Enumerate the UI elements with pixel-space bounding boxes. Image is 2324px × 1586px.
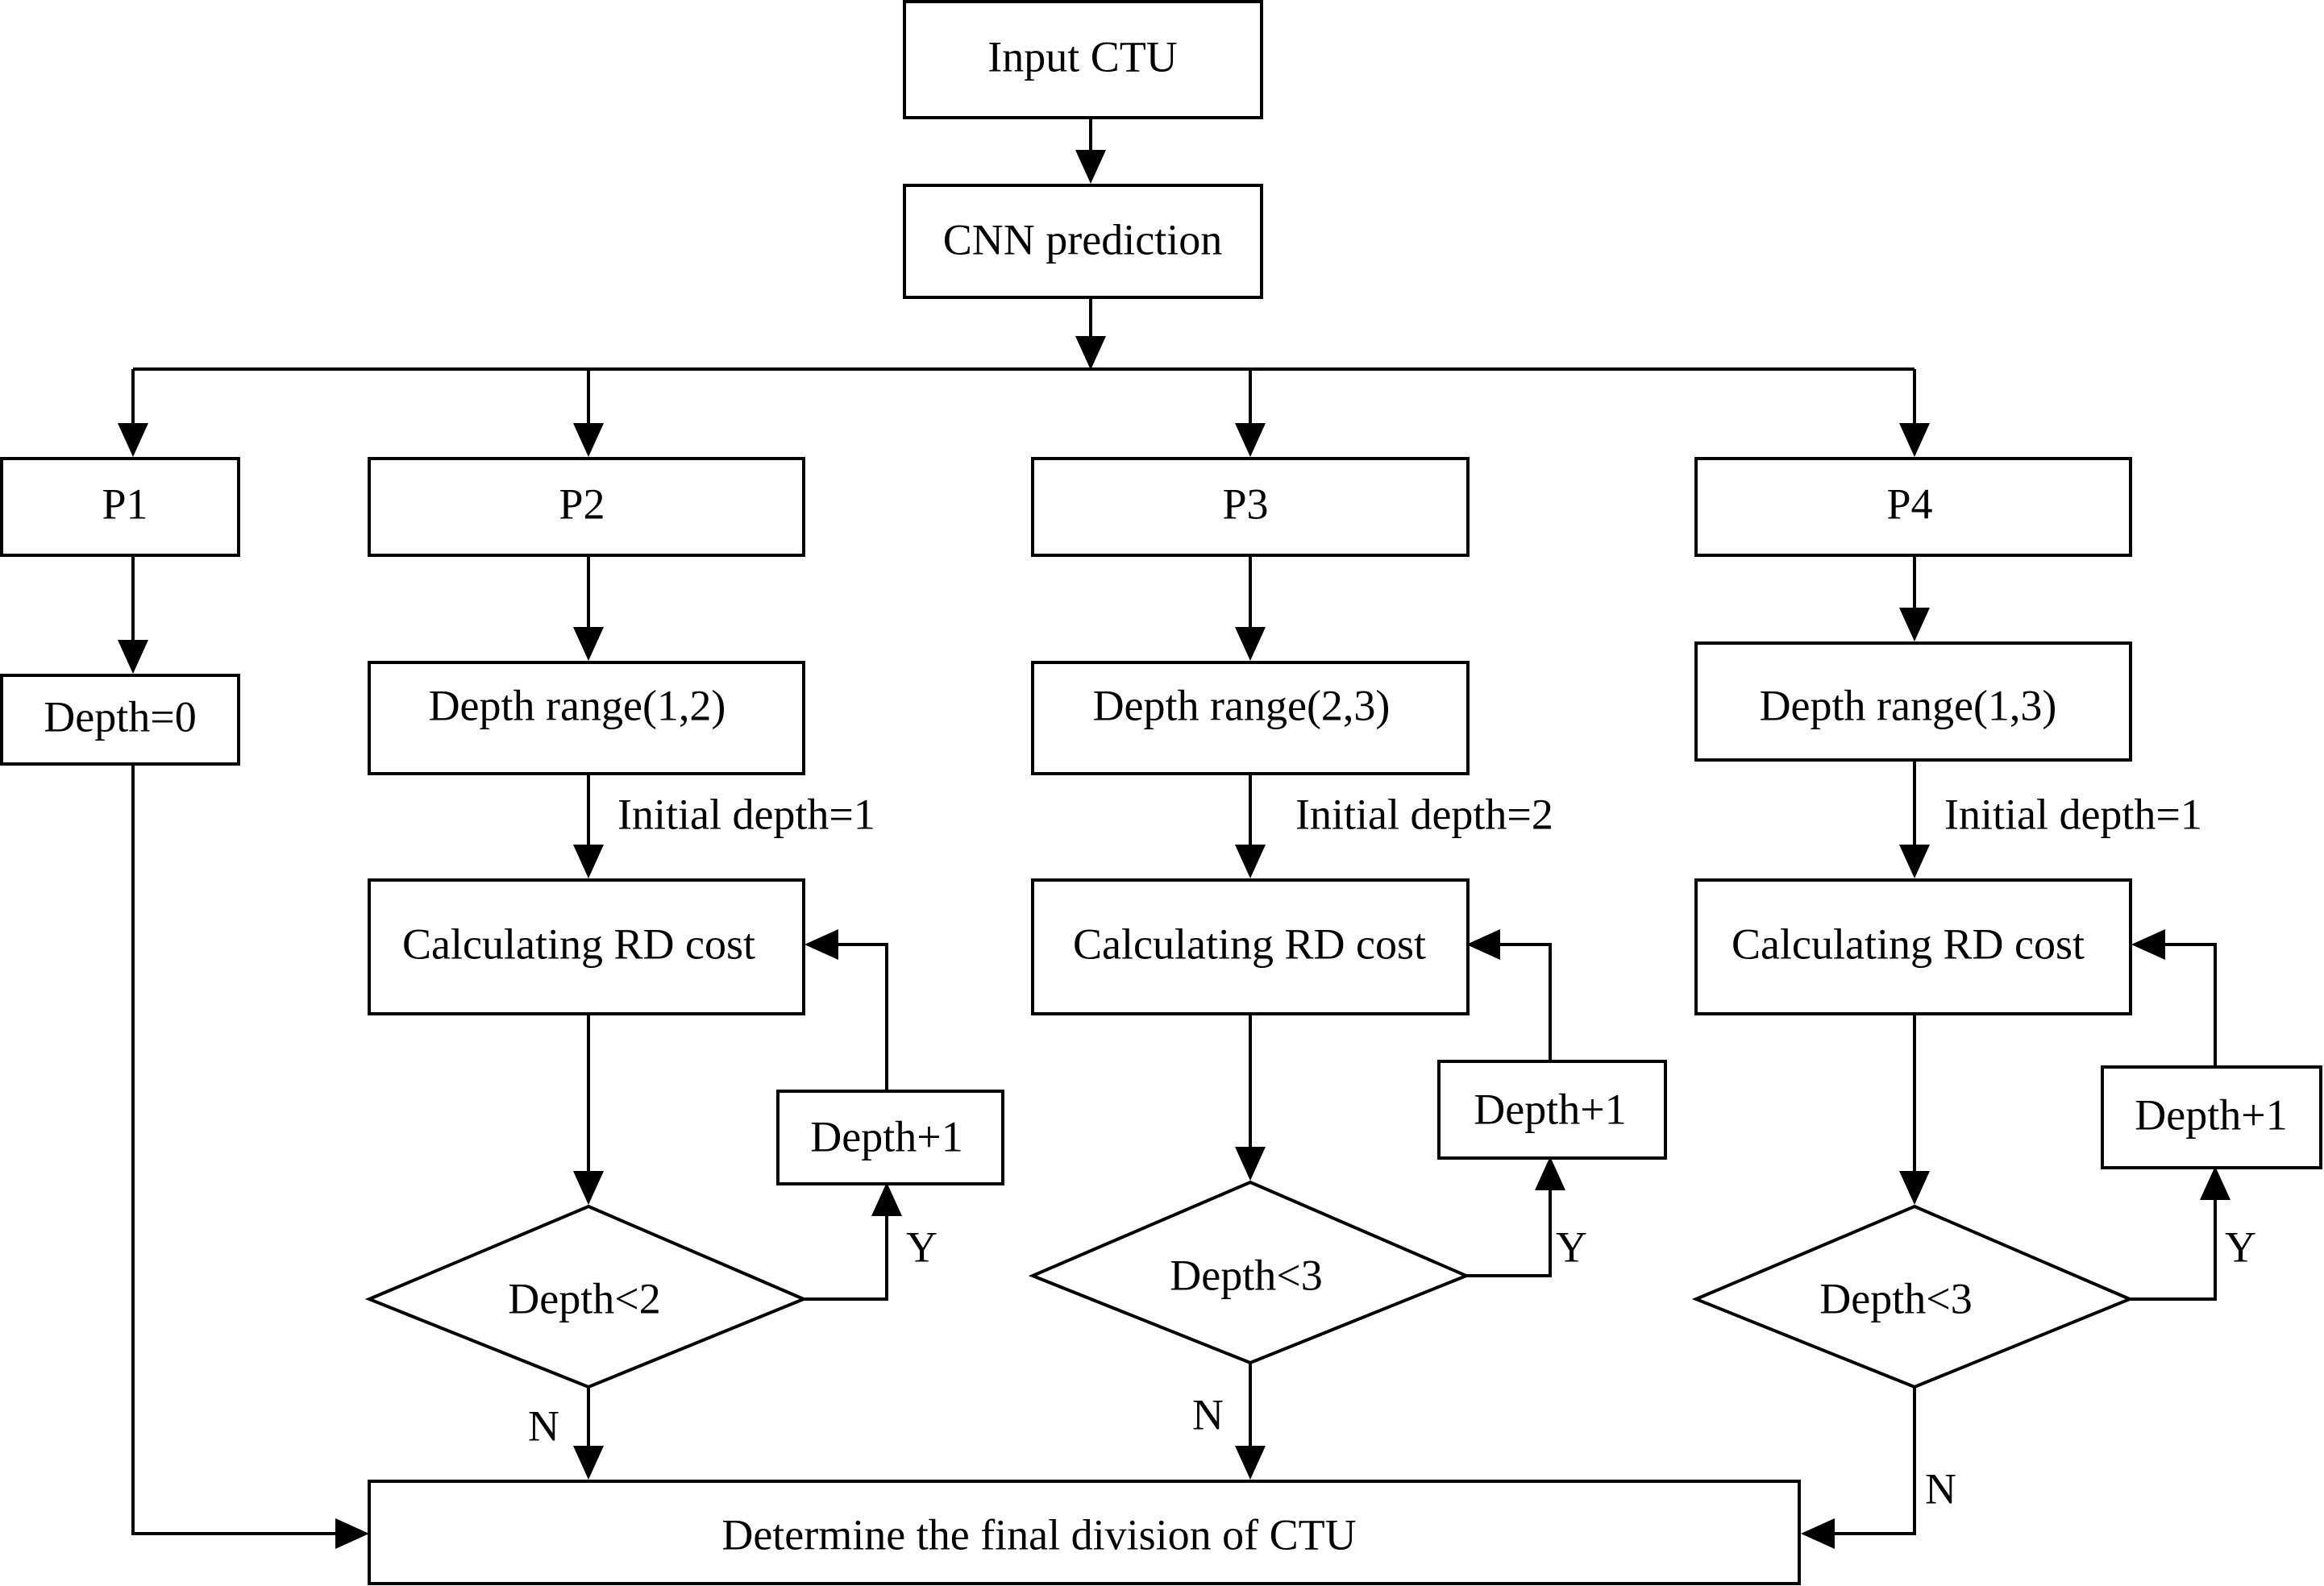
p4-initial-depth-label: Initial depth=1 — [1944, 790, 2202, 838]
arrowhead-down — [573, 845, 604, 878]
arrowhead-down — [573, 627, 604, 661]
node-p2-decision-label: Depth<2 — [508, 1274, 660, 1322]
node-p4-range: Depth range(1,3) — [1694, 641, 2132, 762]
node-p3-calc-label: Calculating RD cost — [1073, 920, 1426, 968]
arrowhead-down — [1235, 845, 1266, 878]
p3-no-label: N — [1192, 1390, 1224, 1439]
arrowhead-right — [335, 1518, 369, 1549]
node-p4-range-label: Depth range(1,3) — [1760, 681, 2057, 729]
node-p3-range-label: Depth range(2,3) — [1093, 681, 1391, 729]
arrowhead-down — [1899, 845, 1930, 878]
edge-p2-yes-to-increment — [804, 1206, 888, 1301]
node-final-division-label: Determine the final division of CTU — [721, 1510, 1356, 1559]
edge-p4-no-to-final — [1825, 1387, 1916, 1535]
arrowhead-up — [2200, 1166, 2230, 1200]
p3-yes-label: Y — [1556, 1223, 1587, 1271]
arrowhead-down — [1235, 1446, 1266, 1480]
arrowhead-left — [804, 929, 838, 960]
p2-no-label: N — [528, 1401, 559, 1450]
node-input-ctu: Input CTU — [903, 0, 1263, 119]
connectors — [131, 118, 2217, 1535]
node-p1-label: P1 — [102, 480, 148, 528]
node-p1-depth-label: Depth=0 — [44, 692, 196, 741]
arrowhead-down — [1235, 627, 1266, 661]
arrowhead-left — [1466, 929, 1500, 960]
node-p2-range: Depth range(1,2) — [368, 661, 805, 775]
node-p4-label: P4 — [1886, 480, 1932, 528]
edge-p3-yes-to-increment — [1466, 1181, 1552, 1277]
node-p4-increment: Depth+1 — [2101, 1065, 2322, 1169]
node-p2-calc: Calculating RD cost — [368, 878, 805, 1015]
arrowhead-down — [1075, 150, 1106, 184]
node-p3-decision: Depth<3 — [1028, 1180, 1471, 1365]
node-p4-calc: Calculating RD cost — [1694, 878, 2132, 1015]
node-p3-increment: Depth+1 — [1437, 1060, 1667, 1160]
arrowheads — [118, 150, 2230, 1549]
node-p1: P1 — [0, 457, 240, 557]
node-p2-decision: Depth<2 — [364, 1204, 809, 1389]
arrowhead-down — [573, 1446, 604, 1480]
arrowhead-down — [1899, 608, 1930, 641]
node-p3-increment-label: Depth+1 — [1474, 1085, 1626, 1133]
p3-initial-depth-label: Initial depth=2 — [1295, 790, 1553, 838]
p4-no-label: N — [1925, 1464, 1956, 1513]
node-p2-calc-label: Calculating RD cost — [402, 920, 755, 968]
arrowhead-down — [1899, 423, 1930, 457]
node-p2: P2 — [368, 457, 805, 557]
node-p2-range-label: Depth range(1,2) — [429, 681, 726, 729]
node-p2-increment-label: Depth+1 — [810, 1112, 962, 1160]
node-p4: P4 — [1694, 457, 2132, 557]
arrowhead-down — [1235, 423, 1266, 457]
node-p2-label: P2 — [559, 480, 605, 528]
p2-yes-label: Y — [906, 1223, 937, 1271]
edge-depth0-to-final — [131, 764, 345, 1535]
node-p4-increment-label: Depth+1 — [2135, 1090, 2287, 1139]
edge-p3-increment-to-calc — [1490, 943, 1552, 1061]
arrowhead-up — [1535, 1156, 1565, 1190]
node-input-ctu-label: Input CTU — [987, 32, 1178, 81]
node-p4-decision-label: Depth<3 — [1819, 1274, 1972, 1322]
arrowhead-down — [573, 423, 604, 457]
edge-p4-increment-to-calc — [2156, 943, 2217, 1067]
p2-initial-depth-label: Initial depth=1 — [617, 790, 875, 838]
node-cnn-prediction-label: CNN prediction — [943, 215, 1222, 264]
p4-yes-label: Y — [2225, 1223, 2256, 1271]
arrowhead-down — [1075, 336, 1106, 370]
node-p2-increment: Depth+1 — [776, 1090, 1004, 1185]
node-p1-depth: Depth=0 — [0, 674, 240, 766]
node-cnn-prediction: CNN prediction — [903, 184, 1263, 299]
node-p4-calc-label: Calculating RD cost — [1732, 920, 2085, 968]
edge-p4-yes-to-increment — [2130, 1190, 2217, 1301]
node-p4-decision: Depth<3 — [1691, 1204, 2135, 1389]
arrowhead-left — [2131, 929, 2165, 960]
arrowhead-down — [118, 423, 148, 457]
arrowhead-left — [1801, 1518, 1835, 1549]
node-final-division: Determine the final division of CTU — [368, 1480, 1801, 1585]
arrowhead-down — [573, 1171, 604, 1205]
node-p3-calc: Calculating RD cost — [1031, 878, 1470, 1015]
node-p3: P3 — [1031, 457, 1470, 557]
arrowhead-down — [118, 640, 148, 674]
node-p3-decision-label: Depth<3 — [1170, 1251, 1322, 1299]
arrowhead-down — [1235, 1147, 1266, 1181]
arrowhead-down — [1899, 1171, 1930, 1205]
arrowhead-up — [871, 1182, 902, 1216]
node-p3-label: P3 — [1222, 480, 1268, 528]
edge-p2-increment-to-calc — [829, 943, 888, 1091]
node-p3-range: Depth range(2,3) — [1031, 661, 1470, 775]
